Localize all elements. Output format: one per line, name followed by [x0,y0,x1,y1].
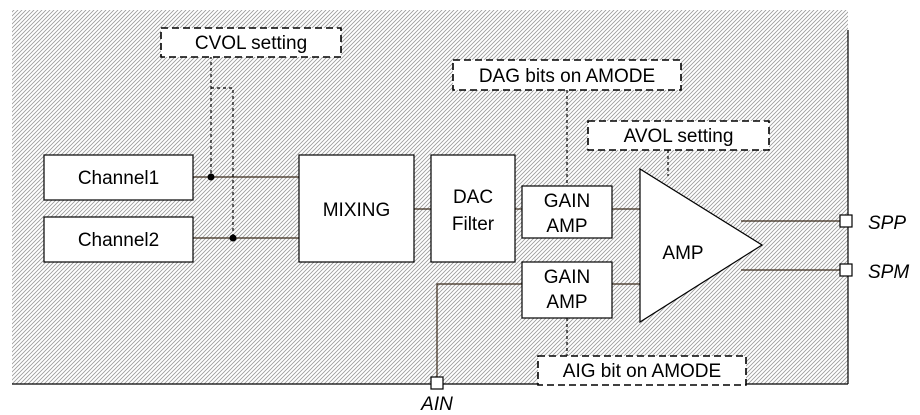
channel2-block [43,216,194,263]
aig-bit-box [537,355,747,386]
junction-dot-channel1 [207,173,215,181]
gain-amp-top-block [521,185,613,239]
gain-amp-top-line2: AMP [546,216,587,237]
channel1-label: Channel1 [78,168,159,189]
spm-pin [839,263,853,277]
gain-amp-bottom-line1: GAIN [544,267,590,288]
avol-setting-label: AVOL setting [624,126,734,147]
filter-label: Filter [452,214,495,235]
dag-bits-box [452,59,682,91]
channel2-label: Channel2 [78,230,159,251]
spm-pin-label: SPM [868,262,909,283]
dac-label: DAC [453,187,493,208]
spp-pin-label: SPP [868,213,906,234]
junction-dot-channel2 [229,234,237,242]
gain-amp-top-line1: GAIN [544,191,590,212]
dac-filter-block [430,154,516,263]
channel1-block [43,154,194,201]
gain-amp-bottom-line2: AMP [546,292,587,313]
avol-setting-box [587,120,770,151]
aig-bit-label: AIG bit on AMODE [563,361,721,382]
cvol-setting-label: CVOL setting [195,33,307,54]
spp-pin [839,214,853,228]
cvol-setting-box [160,27,342,58]
amp-label: AMP [662,243,703,264]
mixing-block [298,154,415,263]
ain-pin [430,376,444,390]
dag-bits-label: DAG bits on AMODE [479,66,655,87]
gain-amp-bottom-block [521,261,613,319]
control-lines [210,56,669,356]
ain-pin-label: AIN [420,394,453,415]
amp-triangle [639,167,764,324]
mixing-label: MIXING [323,200,391,221]
